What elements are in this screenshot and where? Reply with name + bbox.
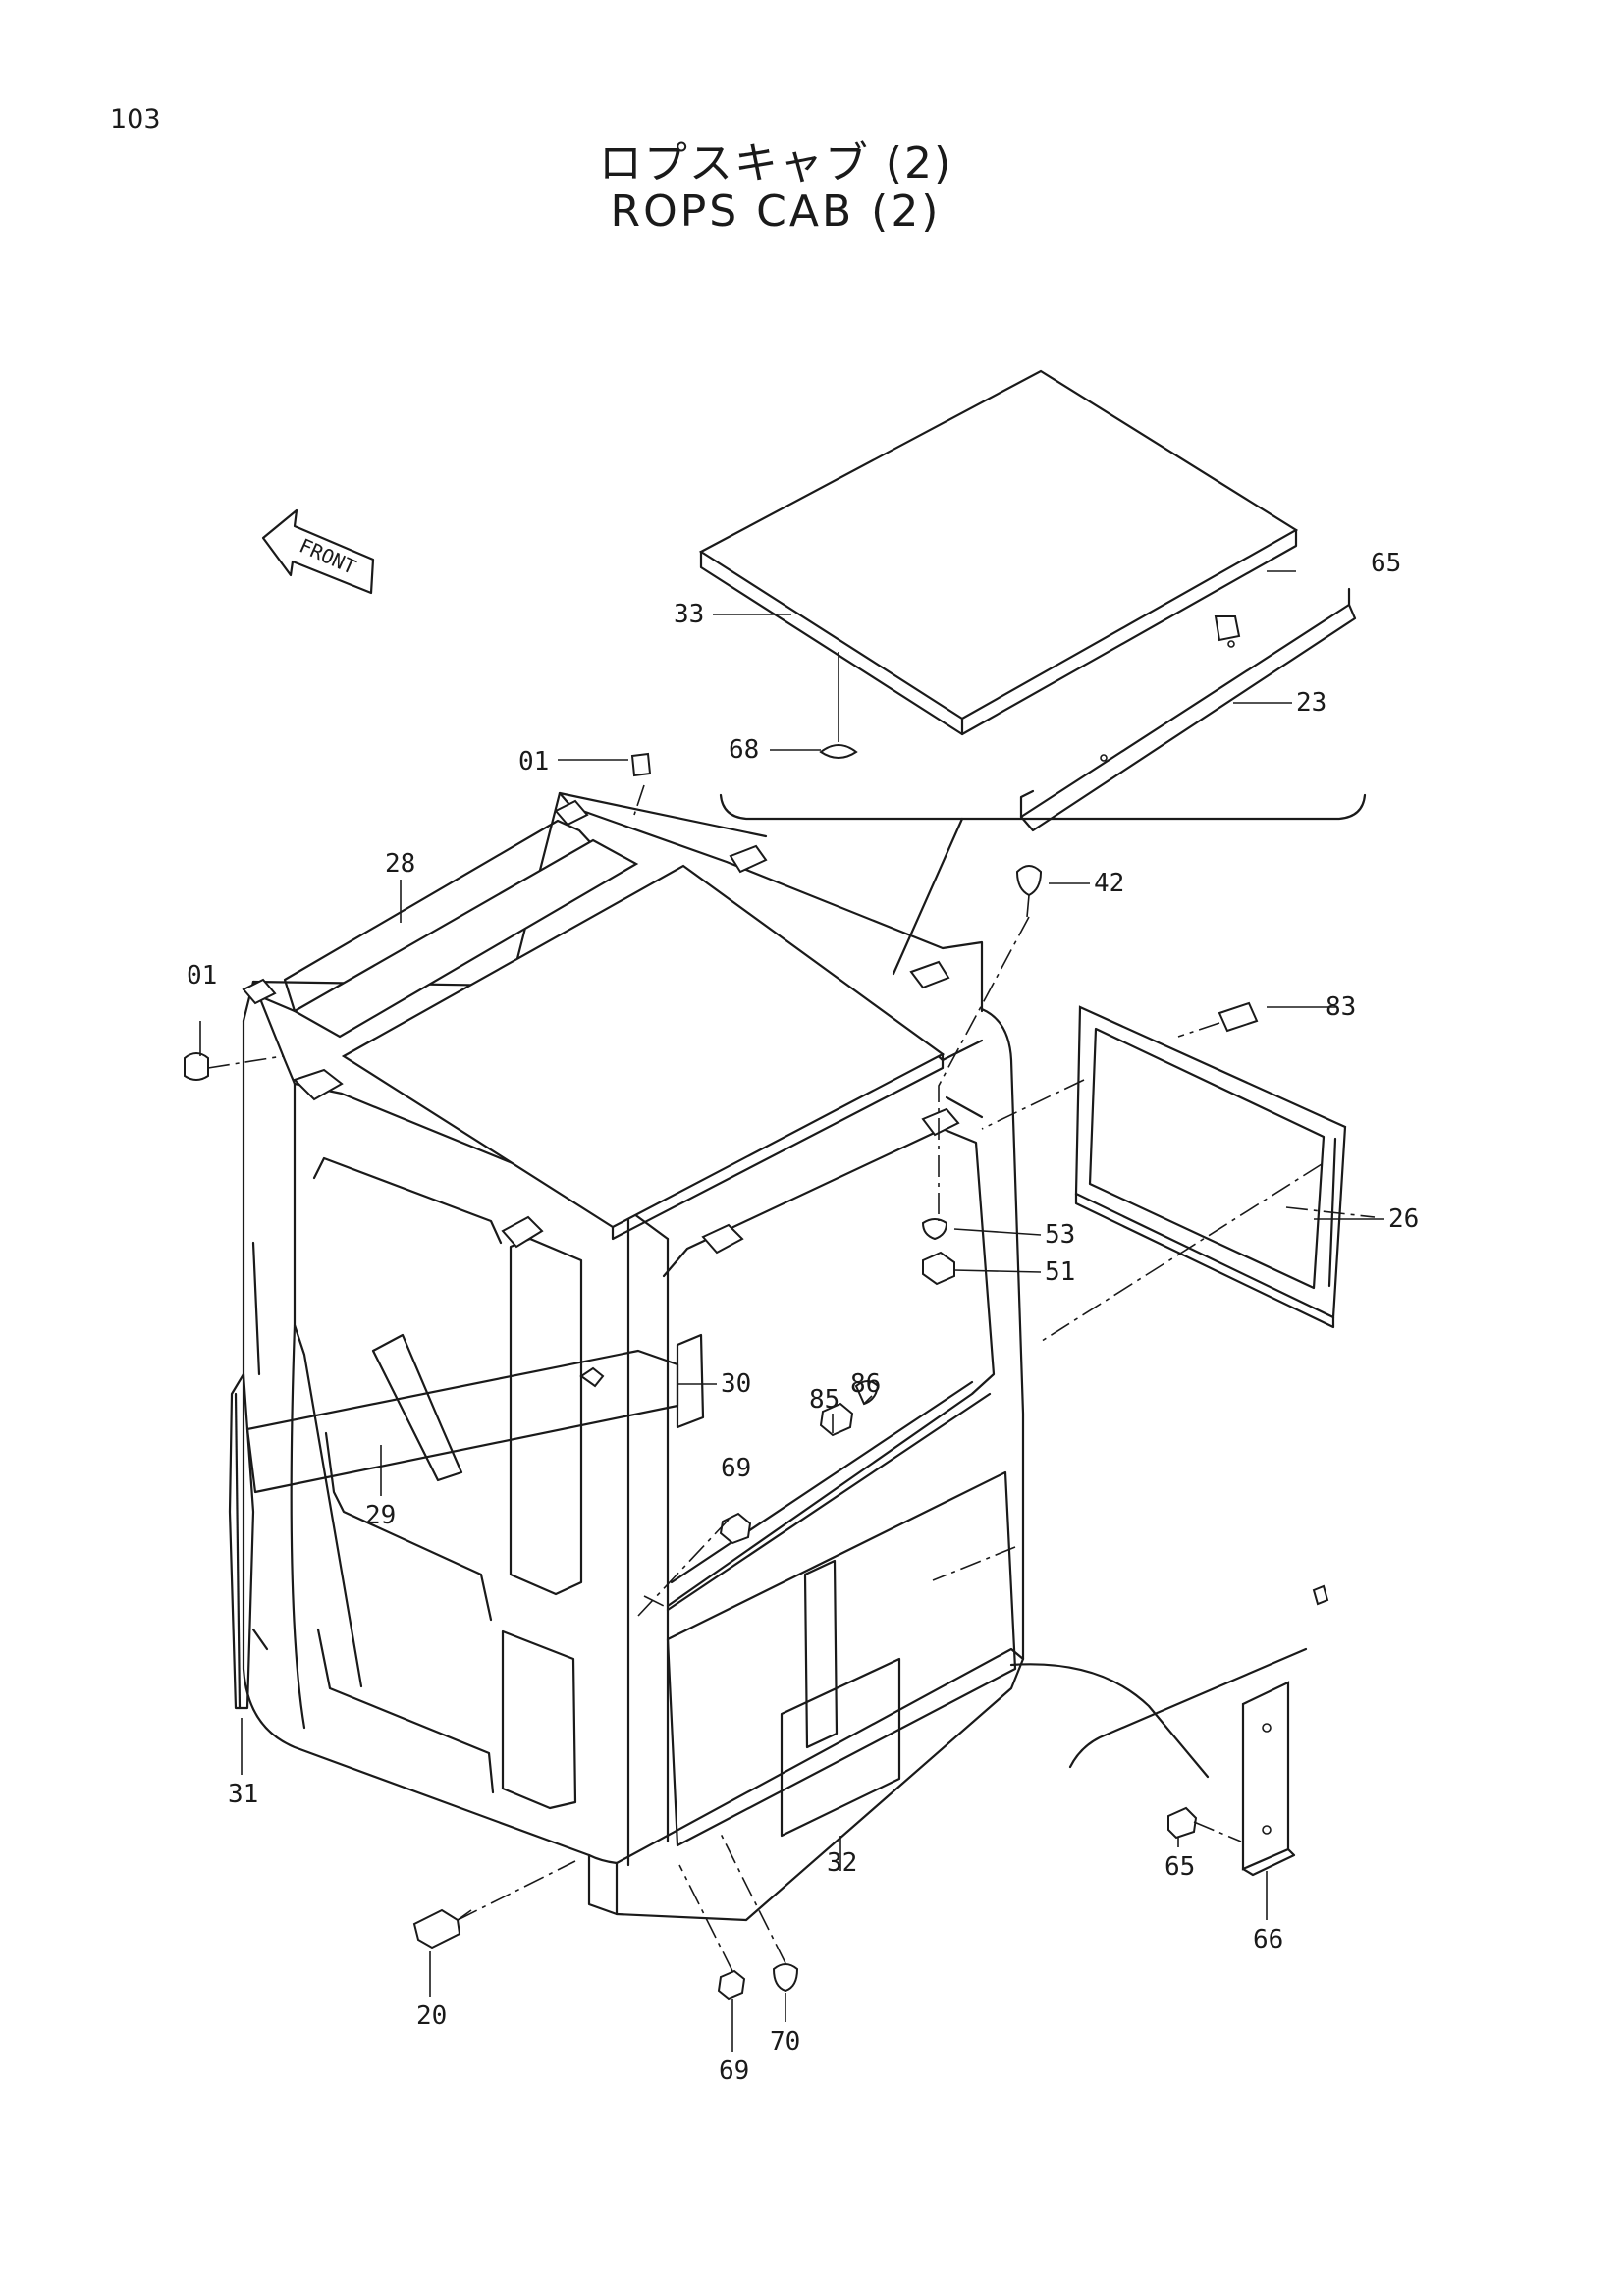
seal-strip-31 — [228, 1372, 255, 1710]
page-number: 103 — [110, 104, 161, 134]
callout-26: 26 — [1388, 1204, 1419, 1234]
title-japanese: ロプスキャブ (2) — [598, 138, 953, 188]
title-english: ROPS CAB (2) — [610, 187, 942, 237]
callout-23: 23 — [1296, 688, 1326, 718]
callout-65-bottom: 65 — [1164, 1852, 1195, 1882]
leader-lines — [199, 570, 1384, 2052]
callout-69-upper: 69 — [721, 1454, 751, 1483]
callout-42: 42 — [1094, 869, 1124, 898]
callout-28: 28 — [385, 849, 415, 879]
callout-01-left: 01 — [187, 961, 217, 990]
callout-86: 86 — [850, 1369, 881, 1399]
cab-roof — [242, 791, 984, 1255]
plate-66-detail — [1009, 1647, 1308, 1877]
callout-83: 83 — [1326, 992, 1356, 1022]
callout-labels: 01 01 42 83 26 53 51 30 85 86 69 65 33 2… — [187, 549, 1419, 2086]
assembly-lines — [207, 784, 1376, 1972]
callout-30: 30 — [721, 1369, 751, 1399]
callout-33: 33 — [674, 600, 704, 629]
callout-68: 68 — [729, 735, 759, 765]
callout-31: 31 — [228, 1780, 258, 1809]
callout-53: 53 — [1045, 1220, 1075, 1250]
roof-panel-detail — [698, 369, 1367, 976]
callout-85: 85 — [809, 1385, 839, 1415]
hardware-parts — [184, 752, 1329, 2001]
callout-65-top: 65 — [1371, 549, 1401, 578]
callout-32: 32 — [827, 1848, 857, 1878]
callout-20: 20 — [416, 2002, 447, 2031]
front-arrow-icon: FRONT — [261, 508, 375, 595]
callout-01-top: 01 — [518, 747, 549, 776]
insulation-mats — [245, 1333, 1017, 1847]
callout-69-lower: 69 — [719, 2056, 749, 2086]
callout-66: 66 — [1253, 1925, 1283, 1954]
callout-51: 51 — [1045, 1257, 1075, 1287]
callout-70: 70 — [770, 2027, 800, 2056]
window-frame-26 — [981, 1005, 1347, 1344]
callout-29: 29 — [365, 1501, 396, 1530]
